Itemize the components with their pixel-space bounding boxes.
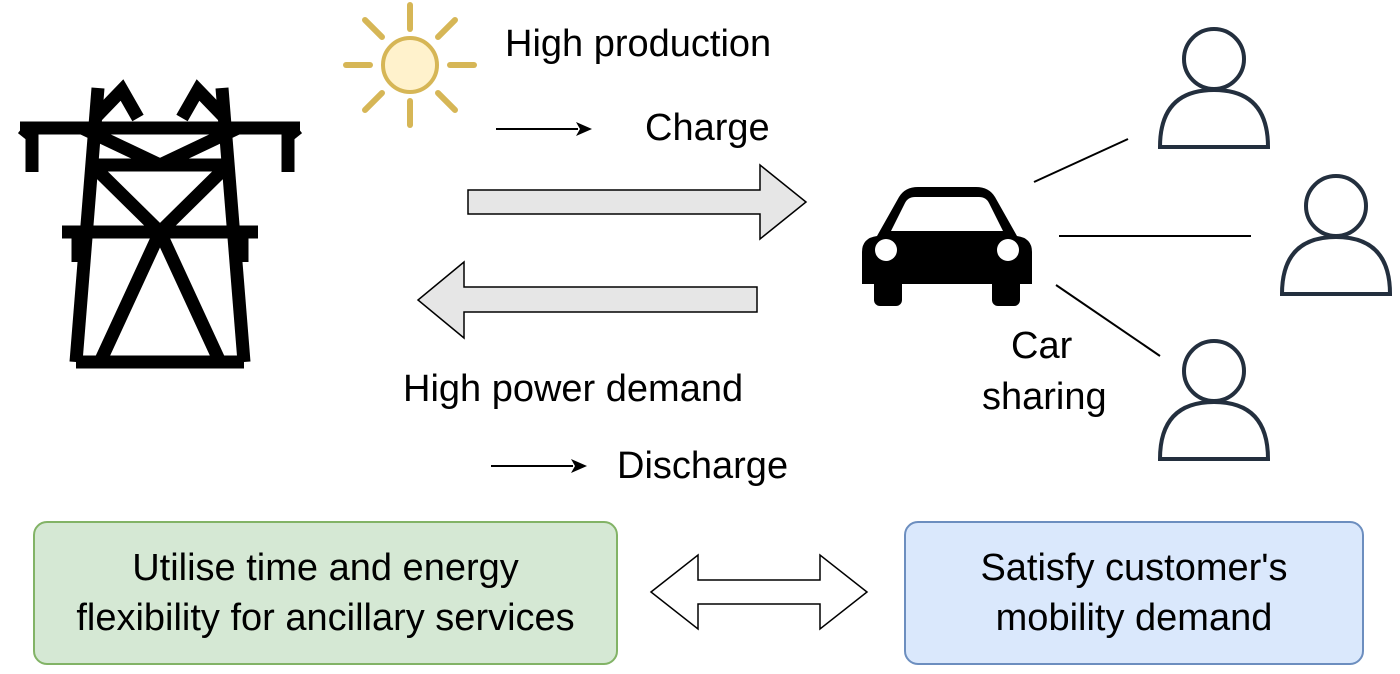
charge-flow-arrow [467, 163, 808, 241]
flexibility-box-line1: Utilise time and energy [132, 547, 519, 589]
mobility-box-line1: Satisfy customer's [980, 547, 1288, 589]
person-icon [1279, 174, 1393, 296]
car-sharing-label-line1: Car [1011, 325, 1073, 367]
flexibility-box: Utilise time and energy flexibility for … [33, 521, 618, 665]
car-sharing-links [1033, 138, 1251, 357]
high-power-demand-label: High power demand [403, 368, 744, 410]
person-icon [1157, 339, 1271, 461]
flexibility-box-line2: flexibility for ancillary services [76, 597, 575, 639]
power-pylon-icon [17, 79, 303, 369]
charge-legend-arrow [496, 122, 592, 136]
discharge-flow-arrow [416, 260, 758, 340]
mobility-demand-box: Satisfy customer's mobility demand [904, 521, 1364, 665]
car-sharing-label-line2: sharing [982, 376, 1107, 418]
person-icon [1157, 27, 1271, 149]
discharge-label: Discharge [617, 445, 789, 487]
charge-label: Charge [645, 107, 770, 149]
mobility-box-line2: mobility demand [995, 597, 1273, 639]
sun-icon [343, 2, 477, 128]
discharge-legend-arrow [491, 459, 587, 473]
bidirectional-arrow [649, 553, 869, 631]
high-production-label: High production [505, 23, 772, 65]
car-icon [862, 187, 1032, 306]
